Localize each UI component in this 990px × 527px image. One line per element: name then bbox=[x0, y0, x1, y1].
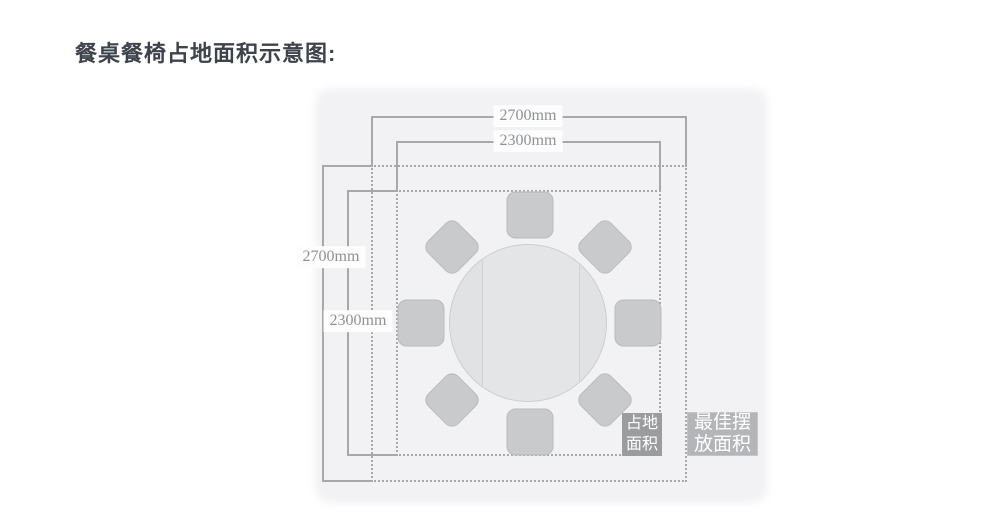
chair-east bbox=[614, 299, 662, 347]
best-placement-label-box: 最佳摆 放面积 bbox=[687, 412, 758, 456]
footprint-label-line2: 面积 bbox=[625, 435, 658, 453]
chair-north bbox=[506, 191, 554, 239]
table-leaf-center bbox=[482, 245, 579, 401]
table-leaf-line-right bbox=[579, 245, 580, 401]
footprint-label-line1: 占地 bbox=[625, 415, 658, 433]
best-placement-label-line1: 最佳摆 bbox=[693, 412, 751, 434]
best-placement-label-line2: 放面积 bbox=[693, 434, 751, 455]
page-title: 餐桌餐椅占地面积示意图: bbox=[75, 41, 337, 66]
dining-table bbox=[449, 244, 607, 402]
table-leaf-line-left bbox=[482, 245, 483, 401]
dim-label-top-outer: 2700mm bbox=[493, 105, 563, 127]
dim-line-left-outer bbox=[322, 165, 371, 482]
dim-label-left-outer: 2700mm bbox=[296, 246, 366, 268]
chair-south bbox=[506, 408, 554, 456]
footprint-label-box: 占地 面积 bbox=[622, 413, 662, 456]
dim-label-left-inner: 2300mm bbox=[323, 310, 393, 332]
chair-west bbox=[397, 299, 445, 347]
dim-label-top-inner: 2300mm bbox=[493, 130, 563, 152]
